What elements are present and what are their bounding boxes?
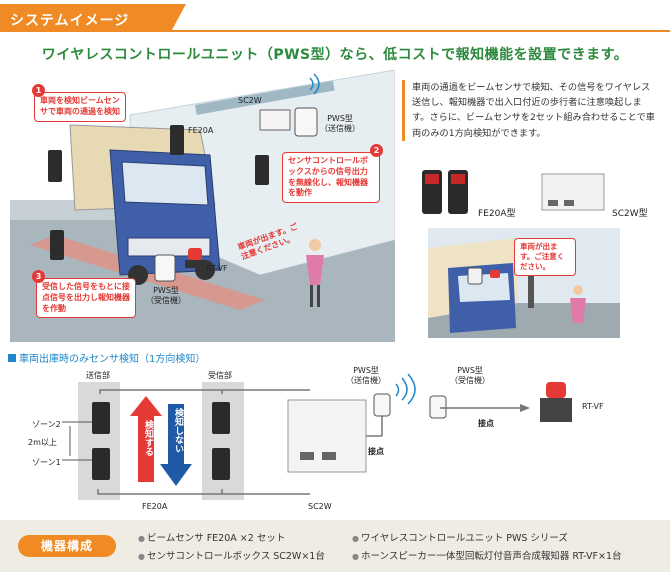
equipment-item-4: ホーンスピーカー一体型回転灯付音声合成報知器 RT-VF×1台 bbox=[352, 548, 622, 562]
product-artwork bbox=[422, 170, 605, 214]
label-transmitter-side: 送信部 bbox=[86, 371, 110, 380]
label-no-detect: 検知しない bbox=[173, 408, 183, 453]
label-zone2: ゾーン2 bbox=[32, 420, 61, 429]
label-pws-receiver: PWS型 （受信機） bbox=[146, 286, 186, 305]
label-pws-tx: PWS型 bbox=[327, 114, 353, 123]
product-sc2w-label: SC2W型 bbox=[612, 209, 648, 219]
label-receiver-side: 受信部 bbox=[208, 371, 232, 380]
diagram-title-text: 車両出庫時のみセンサ検知（1方向検知） bbox=[19, 354, 206, 365]
header-rule bbox=[0, 30, 670, 32]
label-fe20a-diagram: FE20A bbox=[142, 502, 168, 511]
label-contact-1: 接点 bbox=[368, 447, 384, 456]
label-pws-tx-diagram-sub: （送信機） bbox=[346, 375, 386, 385]
equipment-item-2: センサコントロールボックス SC2W×1台 bbox=[138, 548, 325, 562]
label-rtvf-diagram: RT-VF bbox=[582, 402, 604, 411]
label-pws-tx-diagram: PWS型 （送信機） bbox=[346, 366, 386, 385]
label-pws-tx-sub: （送信機） bbox=[320, 123, 360, 133]
equipment-label: 機器構成 bbox=[18, 535, 116, 557]
label-pws-rx-diagram-sub: （受信機） bbox=[450, 375, 490, 385]
section-header: システムイメージ bbox=[0, 0, 670, 34]
callout-2: センサコントロールボックスからの信号出力を無線化し、報知機器を動作 bbox=[282, 152, 380, 204]
section-title: システムイメージ bbox=[10, 13, 130, 29]
square-bullet-icon bbox=[8, 354, 16, 362]
equipment-list: 機器構成 ビームセンサ FE20A ×2 セット センサコントロールボックス S… bbox=[0, 520, 670, 572]
label-sc2w-diagram: SC2W bbox=[308, 502, 332, 511]
system-illustration: 車両を検知ビームセンサで車両の通過を検知 1 センサコントロールボックスからの信… bbox=[10, 70, 395, 342]
diagram-artwork bbox=[62, 373, 572, 500]
section-header-tab: システムイメージ bbox=[0, 4, 186, 30]
photo-warning-text: 車両が出ます。ご注意ください。 bbox=[520, 242, 565, 272]
callout-3-text: 受信した信号をもとに接点信号を出力し報知機器を作動 bbox=[42, 282, 130, 313]
diagram-title: 車両出庫時のみセンサ検知（1方向検知） bbox=[8, 350, 205, 365]
description-text: 車両の通過をビームセンサで検知、その信号をワイヤレス送信し、報知機器で出入口付近… bbox=[402, 80, 658, 141]
equipment-item-3: ワイヤレスコントロールユニット PWS シリーズ bbox=[352, 530, 568, 544]
callout-2-number: 2 bbox=[370, 144, 383, 157]
label-detect: 検知する bbox=[143, 420, 153, 456]
label-pws-tx-diagram-main: PWS型 bbox=[353, 366, 379, 375]
label-sc2w: SC2W bbox=[238, 96, 262, 105]
label-pws-rx-sub: （受信機） bbox=[146, 295, 186, 305]
label-pws-rx-diagram-main: PWS型 bbox=[457, 366, 483, 375]
equipment-item-1: ビームセンサ FE20A ×2 セット bbox=[138, 530, 285, 544]
photo-warning-callout: 車両が出ます。ご注意ください。 bbox=[514, 238, 576, 277]
one-way-detection-diagram: 送信部 受信部 ゾーン2 2m以上 ゾーン1 検知する 検知しない FE20A … bbox=[10, 364, 660, 514]
callout-2-text: センサコントロールボックスからの信号出力を無線化し、報知機器を動作 bbox=[288, 156, 368, 198]
product-fe20a-label: FE20A型 bbox=[478, 209, 516, 219]
label-distance: 2m以上 bbox=[28, 438, 57, 447]
product-images: FE20A型 SC2W型 bbox=[400, 160, 662, 230]
label-contact-2: 接点 bbox=[478, 419, 494, 428]
callout-1-text: 車両を検知ビームセンサで車両の通過を検知 bbox=[40, 96, 120, 116]
callout-1: 車両を検知ビームセンサで車両の通過を検知 bbox=[34, 92, 126, 122]
headline: ワイヤレスコントロールユニット（PWS型）なら、低コストで報知機能を設置できます… bbox=[41, 47, 629, 63]
photo-artwork bbox=[428, 228, 620, 338]
label-pws-rx-diagram: PWS型 （受信機） bbox=[450, 366, 490, 385]
label-zone1: ゾーン1 bbox=[32, 458, 61, 467]
callout-3: 受信した信号をもとに接点信号を出力し報知機器を作動 bbox=[36, 278, 136, 319]
callout-3-number: 3 bbox=[32, 270, 45, 283]
scene-photo: 車両が出ます。ご注意ください。 bbox=[428, 228, 620, 338]
label-pws-transmitter: PWS型 （送信機） bbox=[320, 114, 360, 133]
callout-1-number: 1 bbox=[32, 84, 45, 97]
label-rtvf: RT-VF bbox=[206, 264, 228, 273]
label-fe20a: FE20A bbox=[188, 126, 214, 135]
label-pws-rx: PWS型 bbox=[153, 286, 179, 295]
